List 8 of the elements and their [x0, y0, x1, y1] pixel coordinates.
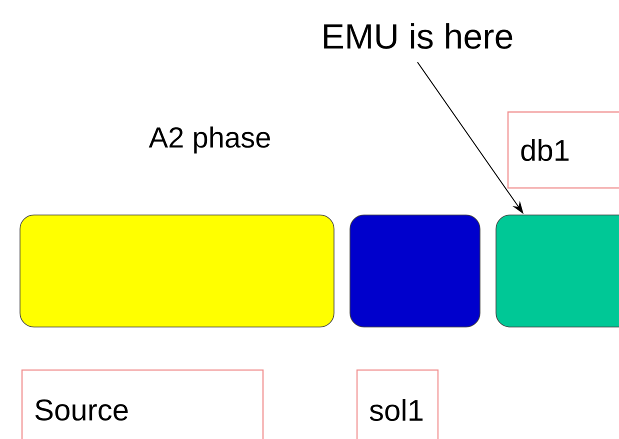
color-block	[496, 214, 619, 328]
tag-box: Source	[21, 369, 264, 439]
tag-box: db1	[507, 111, 619, 189]
color-block	[20, 214, 334, 328]
tag-box: sol1	[356, 369, 439, 439]
phase-label: A2 phase	[148, 126, 270, 154]
color-block	[350, 214, 480, 328]
callout-text: EMU is here	[324, 23, 512, 49]
